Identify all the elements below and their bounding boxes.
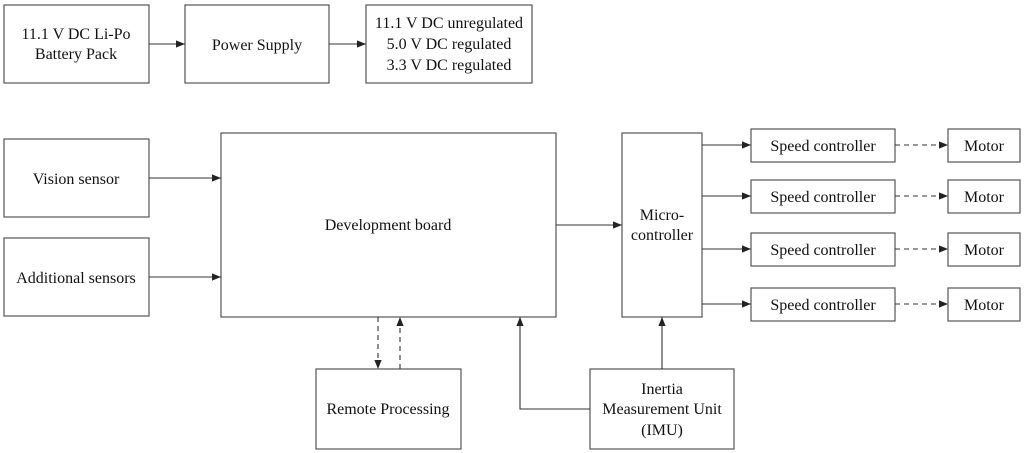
power-supply-label: Power Supply (212, 37, 302, 54)
motor-label-2: Motor (964, 189, 1005, 206)
imu-label-line-3: (IMU) (641, 422, 683, 439)
motor-block-2 (947, 179, 1021, 214)
motor-block-4 (947, 287, 1021, 322)
microcontroller-label-line-2: controller (631, 227, 694, 244)
voltage-outputs-block (365, 4, 533, 84)
additional-sensors-label: Additional sensors (16, 270, 136, 287)
speed-controller-label-3: Speed controller (770, 242, 876, 259)
battery-label-line-1: 11.1 V DC Li-Po (21, 26, 130, 43)
remote-processing-block (315, 368, 462, 450)
motor-label-3: Motor (964, 242, 1005, 259)
voltage-output-3: 3.3 V DC regulated (387, 57, 512, 74)
motor-block-3 (947, 232, 1021, 267)
speed-controller-label-4: Speed controller (770, 297, 876, 314)
voltage-output-2: 5.0 V DC regulated (387, 36, 512, 53)
battery-label-line-2: Battery Pack (35, 46, 117, 63)
speed-controller-label-1: Speed controller (770, 138, 876, 155)
power-supply-block (184, 4, 330, 84)
imu-label-line-1: Inertia (641, 381, 683, 398)
motor-label-4: Motor (964, 297, 1005, 314)
remote-processing-label: Remote Processing (326, 401, 449, 418)
vision-sensor-label: Vision sensor (33, 171, 120, 188)
motor-block-1 (947, 128, 1021, 163)
vision-sensor-block (3, 138, 150, 218)
additional-sensors-block (3, 237, 150, 317)
voltage-output-1: 11.1 V DC unregulated (375, 15, 523, 32)
battery-block (3, 4, 150, 84)
development-board-label: Development board (325, 217, 452, 234)
development-board-block (220, 132, 557, 318)
arrow-imu-to-board (516, 317, 590, 410)
speed-controller-label-2: Speed controller (770, 189, 876, 206)
microcontroller-label-line-1: Micro- (640, 207, 684, 224)
motor-label-1: Motor (964, 138, 1005, 155)
microcontroller-block (621, 132, 703, 318)
imu-block (589, 368, 735, 450)
imu-label-line-2: Measurement Unit (602, 401, 722, 418)
speed-controller-block-3 (750, 232, 896, 267)
